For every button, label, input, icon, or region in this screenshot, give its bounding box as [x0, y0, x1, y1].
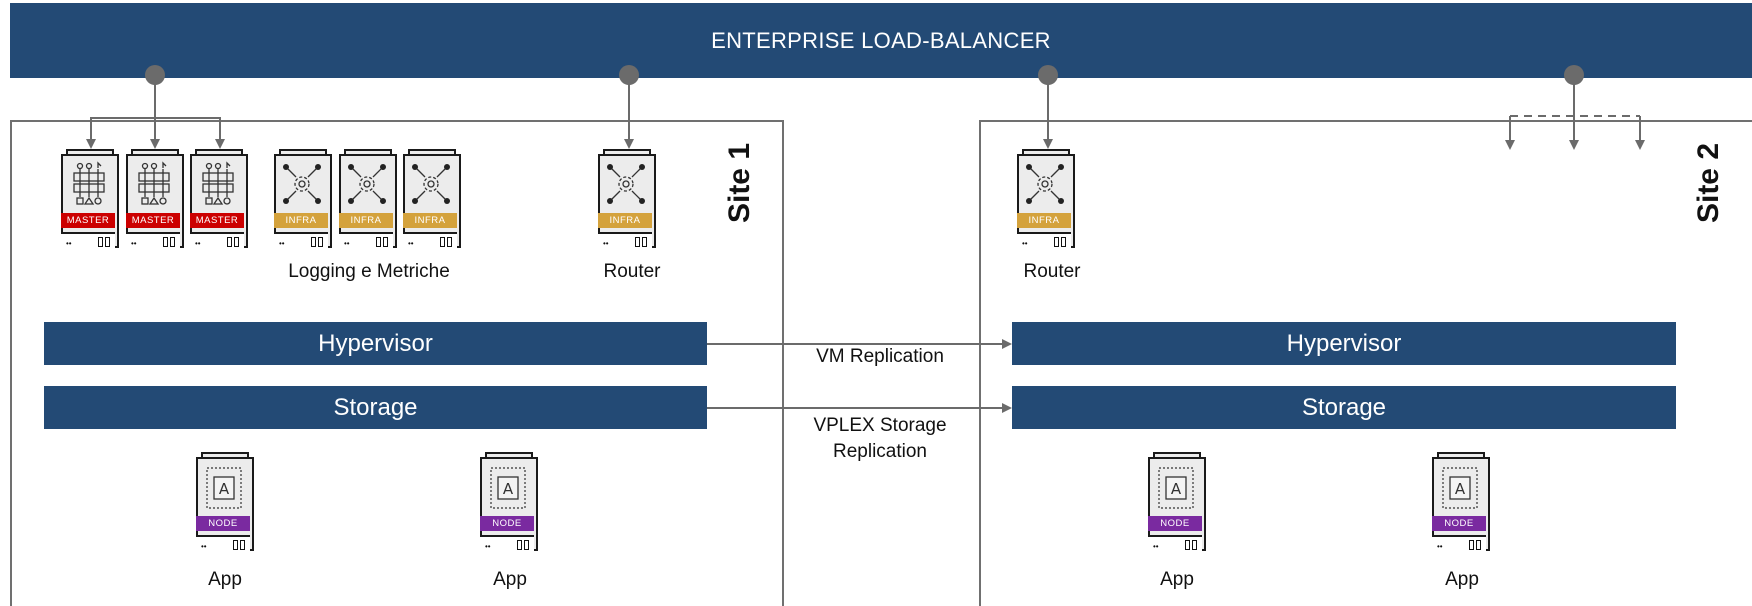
site-1-storage-label: Storage — [333, 393, 418, 421]
site-2-hypervisor-label: Hypervisor — [1286, 329, 1402, 357]
app-a-icon: A — [490, 467, 526, 509]
gear-network-icon — [348, 164, 386, 204]
svg-text:A: A — [1455, 480, 1466, 498]
enterprise-load-balancer: ENTERPRISE LOAD-BALANCER — [10, 3, 1752, 78]
site-2-app-label-1: App — [1160, 569, 1194, 590]
vplex-replication-line-2: Replication — [833, 441, 927, 462]
infra-band: INFRA — [339, 213, 393, 228]
site-2-frame — [979, 120, 1752, 606]
master-band: MASTER — [61, 213, 115, 228]
vplex-replication-label: VPLEX Storage Replication — [760, 413, 1000, 465]
site-1-hypervisor-label: Hypervisor — [318, 329, 433, 357]
site-1-frame — [10, 120, 784, 606]
gear-network-icon — [283, 164, 321, 204]
gear-network-icon — [607, 164, 645, 204]
load-balancer-label: ENTERPRISE LOAD-BALANCER — [711, 27, 1051, 53]
site-2-hypervisor: Hypervisor — [1012, 322, 1676, 365]
master-band: MASTER — [190, 213, 244, 228]
vplex-replication-line-1: VPLEX Storage — [813, 415, 947, 436]
site-2-storage: Storage — [1012, 386, 1676, 429]
svg-text:A: A — [503, 480, 514, 498]
infra-band: INFRA — [1017, 213, 1071, 228]
node-band: NODE — [480, 516, 534, 531]
node-band: NODE — [1432, 516, 1486, 531]
infra-band: INFRA — [274, 213, 328, 228]
infra-server-3: INFRA •• — [403, 149, 463, 250]
site-1-app-node-2: A NODE •• — [480, 452, 540, 553]
master-rack-icon — [138, 161, 170, 205]
gear-network-icon — [412, 164, 450, 204]
master-rack-icon — [73, 161, 105, 205]
node-band: NODE — [196, 516, 250, 531]
site-1-app-label-2: App — [493, 569, 527, 590]
site-1-storage: Storage — [44, 386, 707, 429]
svg-text:A: A — [1171, 480, 1182, 498]
svg-text:A: A — [219, 480, 230, 498]
site-2-app-node-2: A NODE •• — [1432, 452, 1492, 553]
site-1-router-label: Router — [603, 261, 661, 282]
site-2-app-node-1: A NODE •• — [1148, 452, 1208, 553]
gear-network-icon — [1026, 164, 1064, 204]
infra-band: INFRA — [403, 213, 457, 228]
site-2-router-label: Router — [1023, 261, 1081, 282]
app-a-icon: A — [1442, 467, 1478, 509]
infra-band: INFRA — [598, 213, 652, 228]
infra-server-1: INFRA •• — [274, 149, 334, 250]
site-1-app-node-1: A NODE •• — [196, 452, 256, 553]
site-1-hypervisor: Hypervisor — [44, 322, 707, 365]
node-band: NODE — [1148, 516, 1202, 531]
site-2-app-label-2: App — [1445, 569, 1479, 590]
vm-replication-label: VM Replication — [816, 346, 944, 367]
master-server-2: MASTER •• — [126, 149, 186, 250]
logging-metrics-label: Logging e Metriche — [288, 261, 450, 282]
site-2-router-server: INFRA •• — [1017, 149, 1077, 250]
infra-server-2: INFRA •• — [339, 149, 399, 250]
app-a-icon: A — [206, 467, 242, 509]
master-rack-icon — [202, 161, 234, 205]
master-server-3: MASTER •• — [190, 149, 250, 250]
app-a-icon: A — [1158, 467, 1194, 509]
site-2-storage-label: Storage — [1301, 393, 1387, 421]
site-1-router-server: INFRA •• — [598, 149, 658, 250]
master-server-1: MASTER •• — [61, 149, 121, 250]
master-band: MASTER — [126, 213, 180, 228]
site-1-app-label-1: App — [208, 569, 242, 590]
